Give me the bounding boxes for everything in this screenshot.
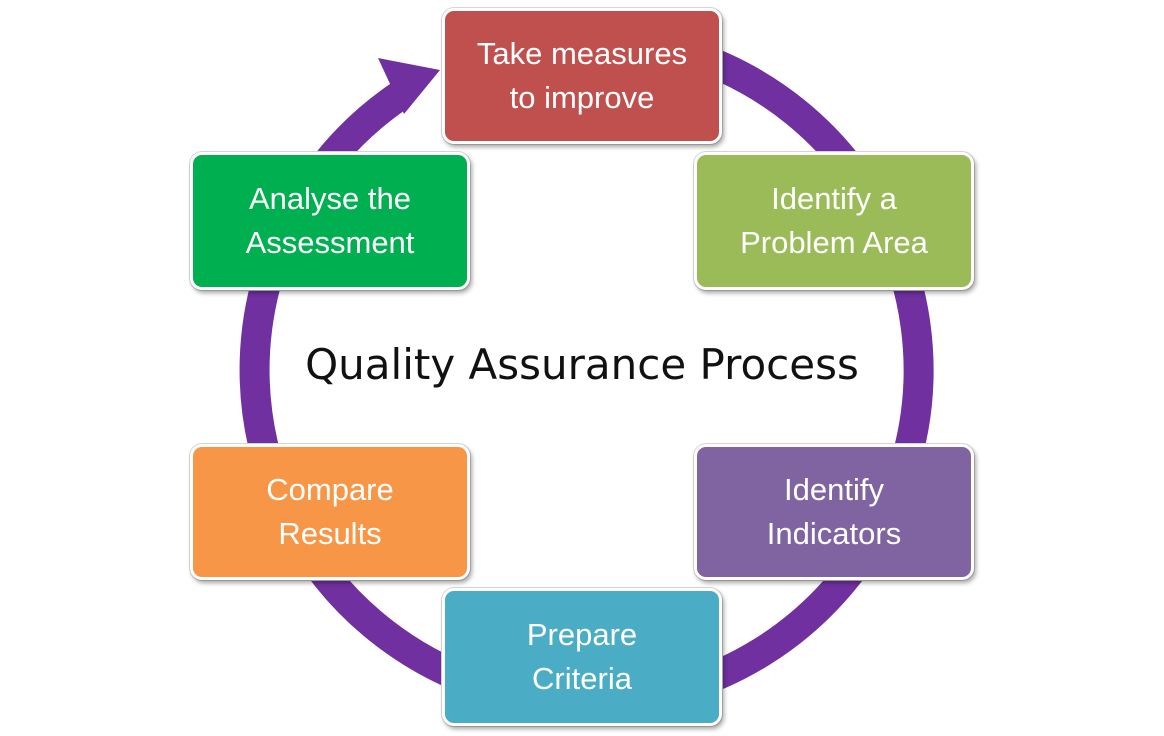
diagram-title: Quality Assurance Process: [305, 340, 859, 389]
step-analyse-assessment-line2: Assessment: [245, 225, 415, 260]
step-prepare-criteria-line2: Criteria: [532, 661, 632, 696]
step-prepare-criteria-line1: Prepare: [526, 617, 638, 652]
step-compare-results-line2: Results: [278, 516, 382, 551]
step-identify-indicators: Identify Indicators: [694, 444, 974, 580]
step-identify-indicators-line2: Indicators: [766, 516, 902, 551]
step-take-measures-line2: to improve: [509, 80, 655, 115]
step-prepare-criteria: Prepare Criteria: [442, 588, 722, 726]
step-take-measures-line1: Take measures: [476, 36, 688, 71]
step-identify-problem: Identify a Problem Area: [694, 152, 974, 290]
step-identify-problem-line2: Problem Area: [740, 225, 928, 260]
step-analyse-assessment: Analyse the Assessment: [190, 152, 470, 290]
step-analyse-assessment-line1: Analyse the: [249, 181, 411, 216]
step-take-measures: Take measures to improve: [442, 8, 722, 144]
step-compare-results-line1: Compare: [266, 472, 394, 507]
step-identify-problem-line1: Identify a: [771, 181, 897, 216]
step-compare-results: Compare Results: [190, 444, 470, 580]
step-identify-indicators-line1: Identify: [784, 472, 884, 507]
cycle-arrowhead: [378, 58, 440, 114]
